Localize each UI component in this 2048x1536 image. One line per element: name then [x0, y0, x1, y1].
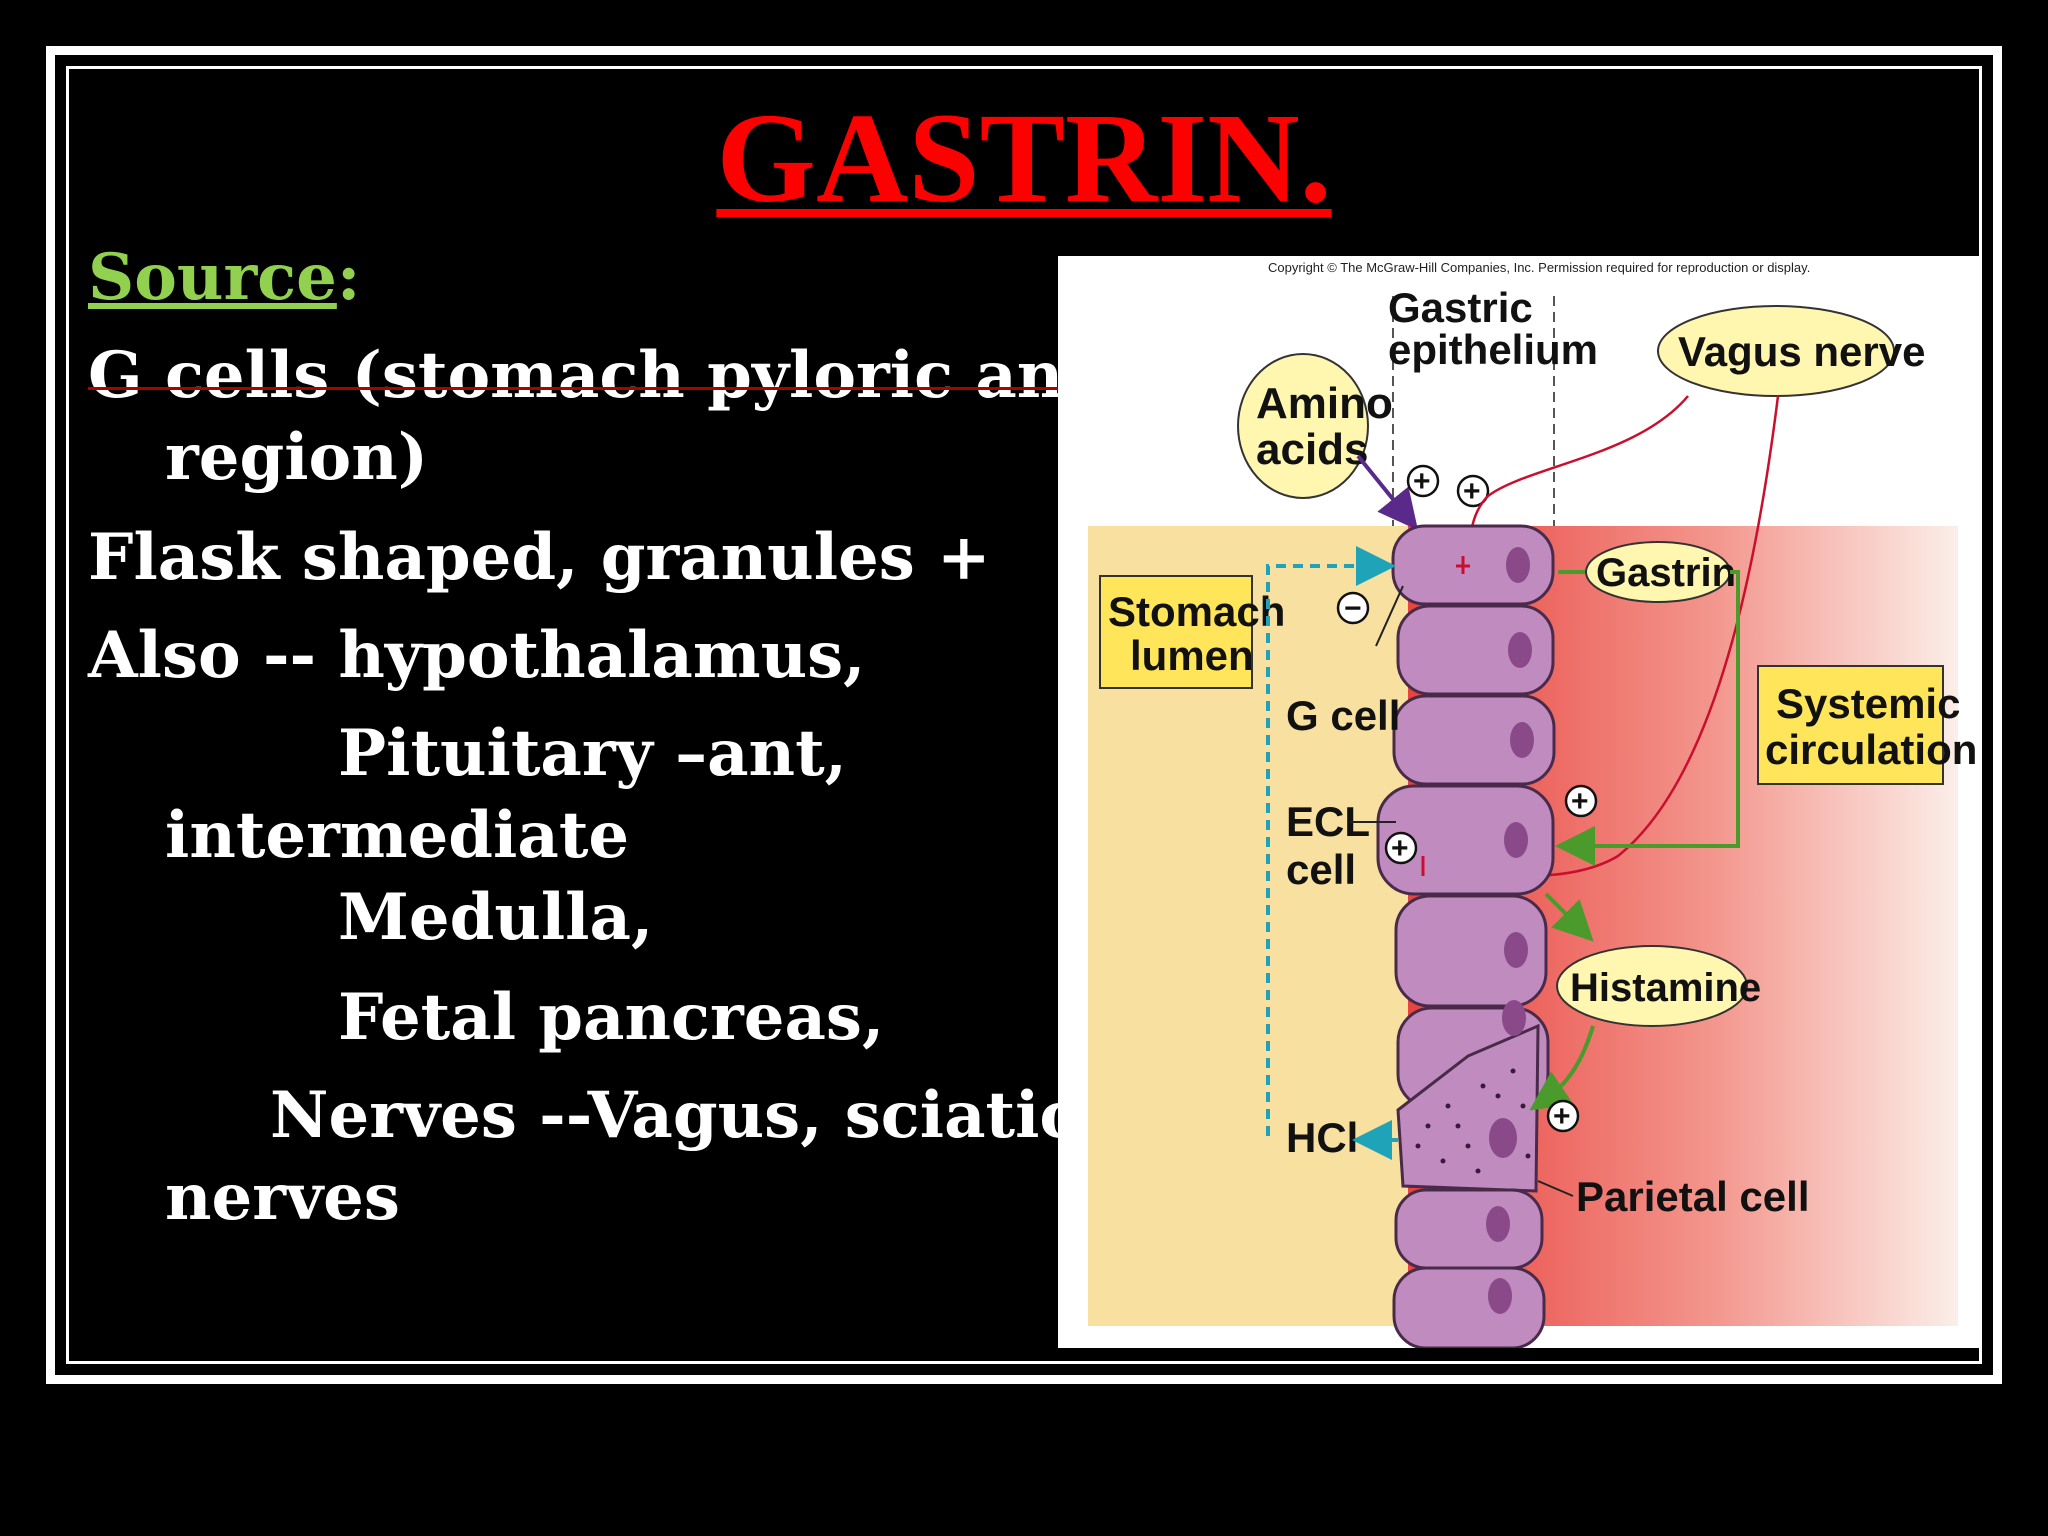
stomach-lumen-label-2: lumen: [1130, 632, 1254, 679]
text-line-nerves: Nerves --Vagus, sciatic: [270, 1078, 1079, 1153]
slide-title: GASTRIN.: [716, 87, 1332, 229]
stomach-lumen-box: [1099, 575, 1253, 689]
red-divider-line: [88, 387, 1058, 390]
plus-sign: +: [1571, 785, 1589, 818]
amino-acids-bubble: [1237, 353, 1369, 499]
text-line-medulla: Medulla,: [338, 880, 654, 955]
amino-acids-label-2: acids: [1256, 425, 1369, 474]
vagus-nerve-bubble: [1657, 305, 1895, 397]
text-line-flask: Flask shaped, granules +: [88, 520, 991, 595]
gastric-epithelium-label-2: epithelium: [1388, 326, 1598, 373]
histamine-bubble: [1556, 945, 1748, 1027]
parietal-cell-label: Parietal cell: [1576, 1173, 1809, 1220]
amino-acids-arrow: [1356, 454, 1419, 531]
ecl-cell-label-2: cell: [1286, 846, 1356, 893]
plus-sign: +: [1391, 832, 1409, 865]
gastrin-to-ecl-arrow: [1555, 570, 1740, 866]
source-heading: Source:: [88, 240, 361, 315]
text-line-fetal: Fetal pancreas,: [338, 980, 885, 1055]
histamine-to-parietal-arrow: [1529, 1025, 1595, 1111]
systemic-circulation-label-2: circulation: [1765, 726, 1977, 773]
gastric-epithelium-label: Gastric: [1388, 284, 1533, 331]
hcl-feedback-path: [1266, 546, 1396, 1136]
stomach-lumen-label: Stomach: [1108, 588, 1285, 635]
systemic-circulation-label: Systemic: [1776, 680, 1960, 727]
systemic-circulation-box: [1757, 665, 1944, 785]
gastrin-diagram: Copyright © The McGraw-Hill Companies, I…: [1058, 256, 1980, 1348]
gastrin-label: Gastrin: [1596, 551, 1736, 595]
parietal-granules: [1415, 1068, 1531, 1174]
vagus-nerve-label: Vagus nerve: [1678, 328, 1925, 375]
text-line-nerves-2: nerves: [165, 1160, 400, 1235]
cell-nuclei: [1486, 547, 1534, 1314]
g-cell-label: G cell: [1286, 692, 1400, 739]
copyright-notice: Copyright © The McGraw-Hill Companies, I…: [1268, 260, 1810, 275]
plus-sign: +: [1553, 1100, 1571, 1133]
text-line-g-cells: G cells (stomach pyloric antral: [88, 338, 1193, 413]
hcl-label: HCl: [1286, 1114, 1358, 1161]
slide-outer-border: [46, 46, 2002, 1384]
epithelial-cells: [1376, 524, 1556, 1348]
plus-sign: +: [1413, 465, 1431, 498]
histamine-label: Histamine: [1570, 966, 1761, 1010]
text-line-region: region): [165, 420, 428, 495]
plus-sign: +: [1463, 475, 1481, 508]
slide-inner-border: [66, 66, 1982, 1364]
text-line-pituitary: Pituitary –ant,: [338, 716, 847, 791]
ecl-to-histamine-arrow: [1544, 892, 1594, 942]
minus-sign: −: [1344, 592, 1362, 625]
amino-acids-label: Amino: [1256, 379, 1393, 428]
text-line-also: Also -- hypothalamus,: [88, 618, 866, 693]
text-line-intermediate: intermediate: [165, 798, 630, 873]
